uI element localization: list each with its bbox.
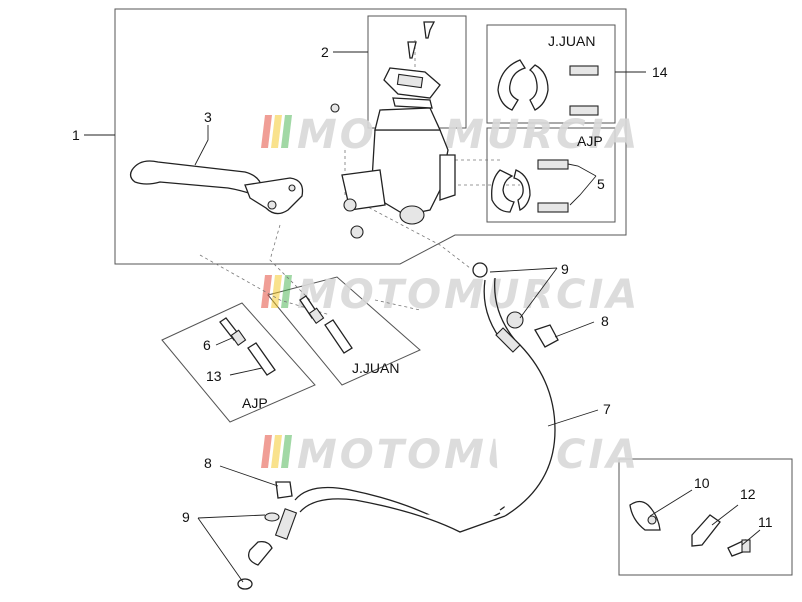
callout-8-lower: 8	[204, 455, 212, 471]
leader-lines	[84, 51, 761, 583]
pin-and-push-rod-ajp	[219, 317, 276, 376]
ajp-clamp	[491, 159, 569, 213]
main-assembly-frame	[114, 8, 627, 265]
callout-13: 13	[206, 368, 222, 384]
callout-10: 10	[694, 475, 710, 491]
jjuan-pin-frame	[267, 276, 421, 386]
callout-1: 1	[72, 127, 80, 143]
watermark-logo: MOTOMURCIA	[261, 112, 640, 158]
callout-7: 7	[603, 401, 611, 417]
reservoir-cap	[383, 21, 441, 109]
banjo-bolt-lower	[237, 481, 293, 590]
callout-12: 12	[740, 486, 756, 502]
callout-9-lower: 9	[182, 509, 190, 525]
mounting-bracket	[691, 514, 721, 547]
pin-and-push-rod-jjuan	[299, 295, 353, 354]
clutch-lever	[129, 160, 304, 215]
hardware-detail-frame	[618, 458, 793, 576]
label-ajp-pin: AJP	[242, 395, 268, 411]
watermark-text: MOTOMURCIA	[297, 112, 640, 158]
banjo-bolt-upper	[472, 262, 559, 348]
callout-5: 5	[597, 176, 605, 192]
callout-3: 3	[204, 109, 212, 125]
label-ajp-clamp: AJP	[577, 133, 603, 149]
ajp-clamp-frame	[486, 127, 616, 223]
callout-14: 14	[652, 64, 668, 80]
jjuan-clamp-frame	[486, 24, 616, 124]
hose-clip	[629, 500, 661, 531]
label-jjuan-clamp: J.JUAN	[548, 33, 595, 49]
ajp-pin-frame	[161, 302, 316, 423]
clutch-hose	[247, 277, 556, 566]
master-cylinder-body	[330, 103, 456, 239]
callout-8-upper: 8	[601, 313, 609, 329]
bracket-screw	[727, 539, 751, 557]
watermark-text: MOTOMURCIA	[297, 432, 640, 478]
label-jjuan-pin: J.JUAN	[352, 360, 399, 376]
callout-9-upper: 9	[561, 261, 569, 277]
callout-2: 2	[321, 44, 329, 60]
jjuan-clamp	[497, 59, 599, 116]
watermark-text: MOTOMURCIA	[297, 272, 640, 318]
callout-6: 6	[203, 337, 211, 353]
watermark-logo: MOTOMURCIA	[261, 272, 640, 318]
callout-11: 11	[758, 514, 773, 530]
watermark-logo: MOTOMURCIA	[261, 432, 640, 478]
